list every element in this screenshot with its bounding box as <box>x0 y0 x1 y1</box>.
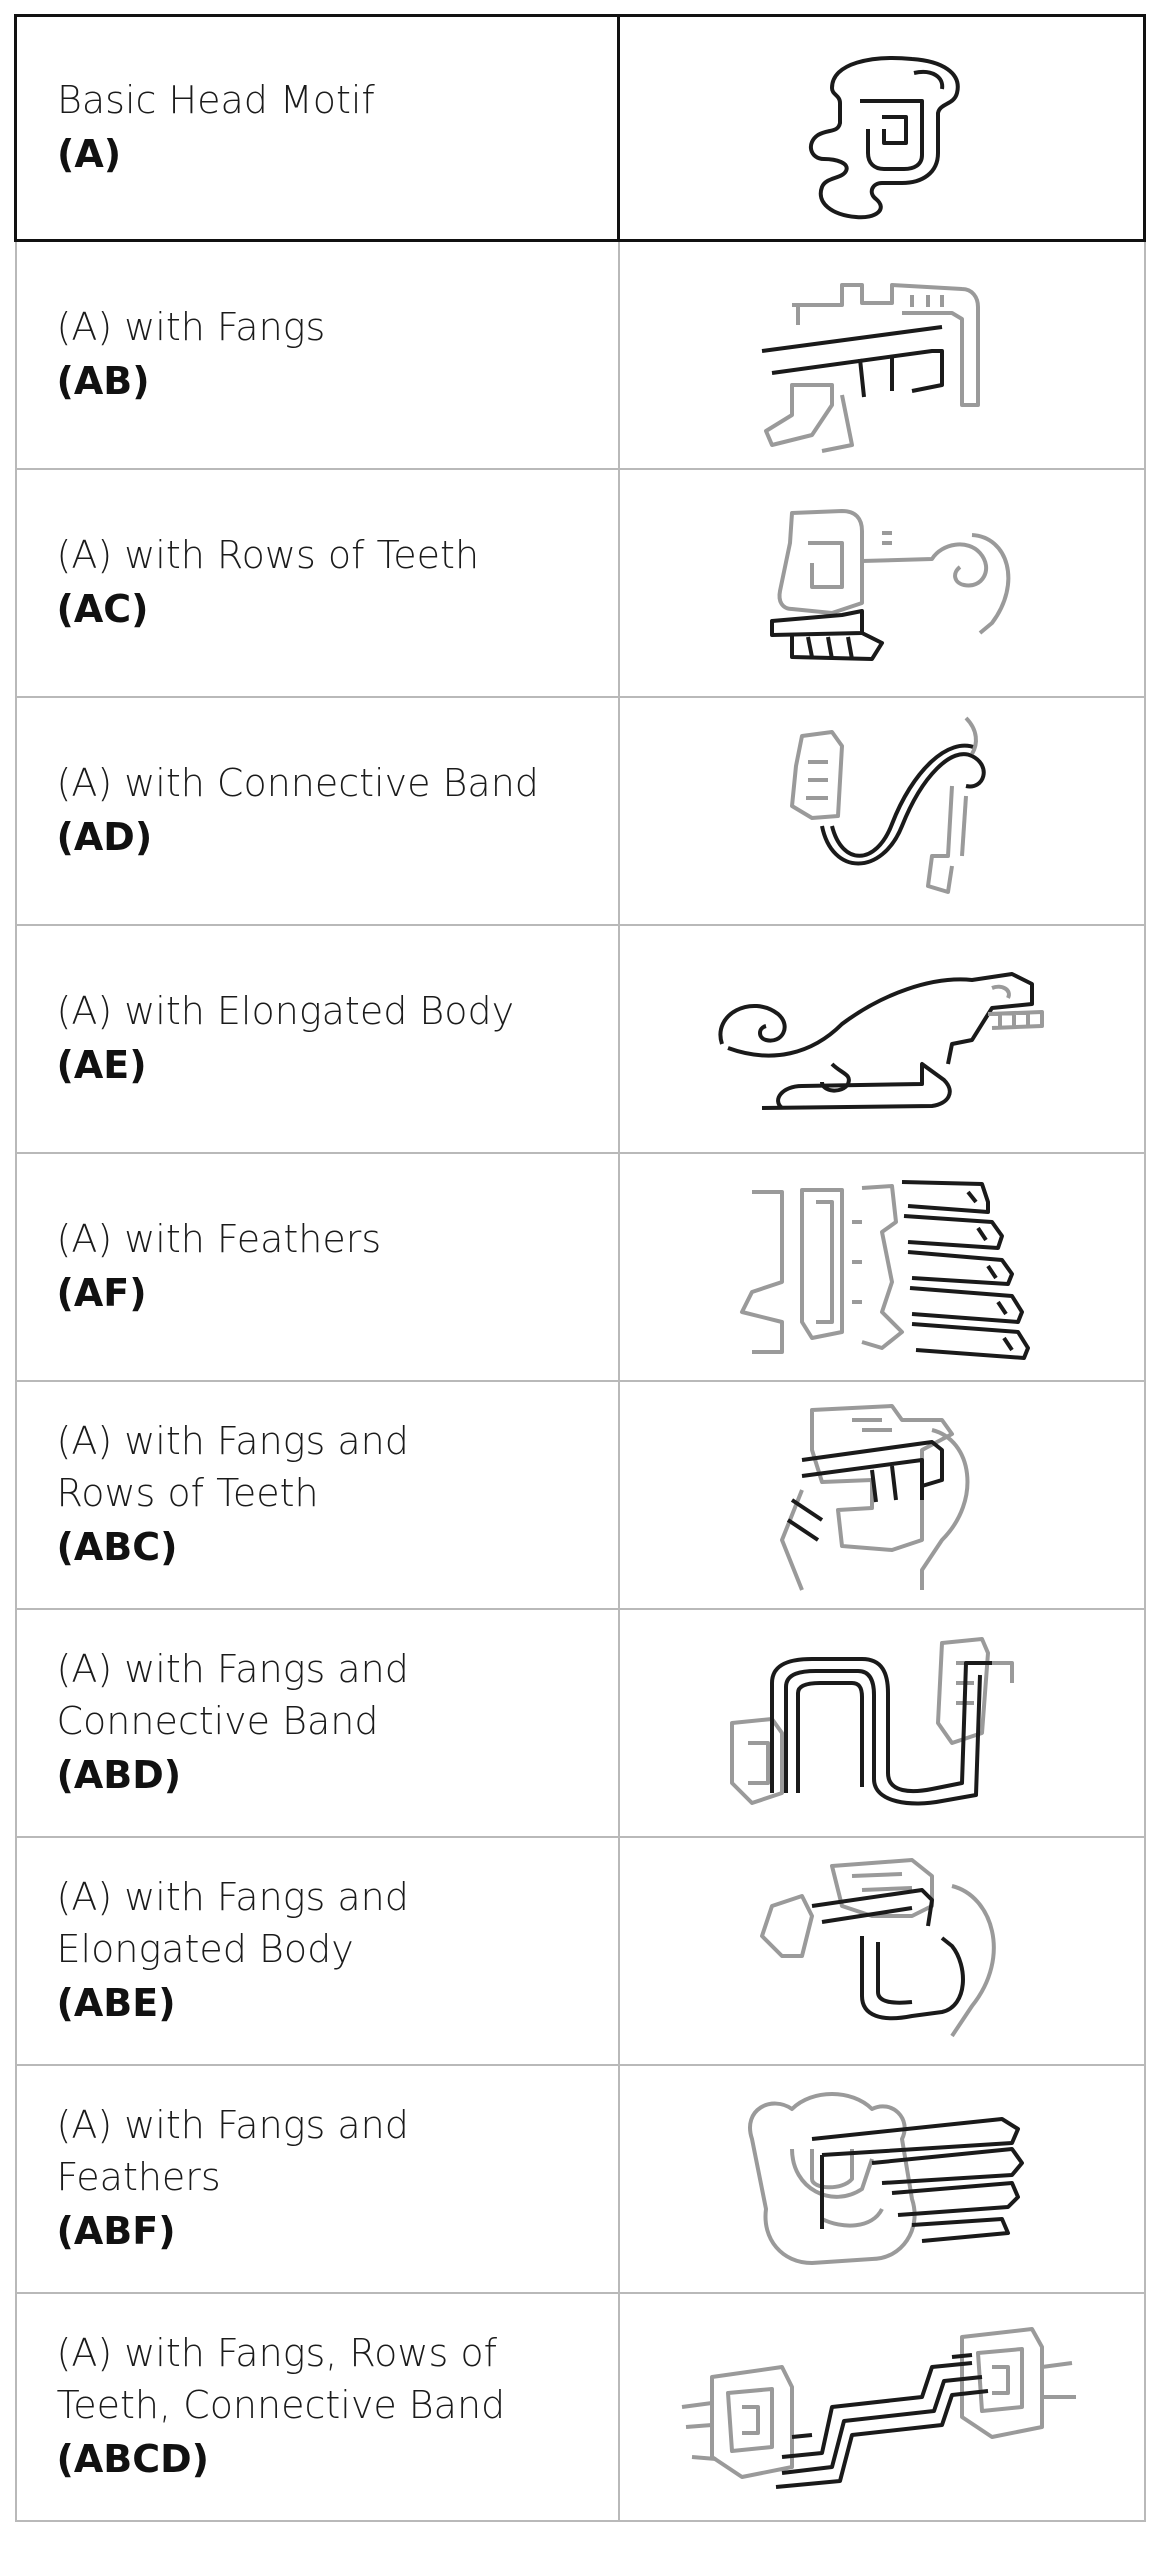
row-label-cell: Basic Head Motif (A) <box>14 14 620 242</box>
motif-description: (A) with Fangs, Rows of Teeth, Connectiv… <box>56 2331 506 2427</box>
motif-image-cell <box>617 239 1146 470</box>
motif-description: (A) with Fangs and Rows of Teeth <box>56 1419 409 1515</box>
motif-code: (AC) <box>56 587 149 631</box>
motif-image-cell <box>617 14 1146 242</box>
motif-code: (A) <box>57 132 122 176</box>
row-label-cell: (A) with Fangs and Connective Band (ABD) <box>14 1608 620 1838</box>
motif-description: (A) with Elongated Body <box>56 989 515 1033</box>
motif-image-cell <box>617 924 1146 1154</box>
motif-code: (ABD) <box>56 1753 182 1797</box>
row-label-cell: (A) with Fangs and Rows of Teeth (ABC) <box>14 1380 620 1610</box>
motif-image-cell <box>617 1836 1146 2066</box>
row-label-cell: (A) with Rows of Teeth (AC) <box>14 468 620 698</box>
row-label-cell: (A) with Connective Band (AD) <box>14 696 620 926</box>
table-row: (A) with Fangs and Rows of Teeth (ABC) <box>14 1380 1146 1610</box>
motif-image-cell <box>617 1380 1146 1610</box>
fangs-teeth-motif-drawing <box>779 1404 969 1591</box>
motif-image-cell <box>617 1608 1146 1838</box>
basic-head-motif-drawing <box>808 56 960 220</box>
rows-of-teeth-motif-drawing <box>769 509 1010 661</box>
fangs-body-motif-drawing <box>759 1858 996 2038</box>
table-row: (A) with Connective Band (AD) <box>14 696 1146 926</box>
motif-image-cell <box>617 468 1146 698</box>
fangs-teeth-band-motif-drawing <box>681 2327 1076 2489</box>
motif-code: (ABC) <box>56 1525 178 1569</box>
motif-code: (AE) <box>56 1043 147 1087</box>
fangs-feathers-motif-drawing <box>747 2092 1024 2265</box>
motif-code: (ABCD) <box>56 2437 210 2481</box>
feathers-motif-drawing <box>739 1180 1030 1360</box>
motif-code: (ABF) <box>56 2209 176 2253</box>
table-row: (A) with Fangs, Rows of Teeth, Connectiv… <box>14 2292 1146 2522</box>
motif-image-cell <box>617 2064 1146 2294</box>
connective-band-motif-drawing <box>789 716 986 894</box>
table-row: (A) with Fangs and Connective Band (ABD) <box>14 1608 1146 1838</box>
motif-description: (A) with Fangs and Connective Band <box>56 1647 409 1743</box>
fangs-band-motif-drawing <box>729 1637 1014 1806</box>
motif-code: (AD) <box>56 815 153 859</box>
motif-code: (AF) <box>56 1271 147 1315</box>
table-row: (A) with Fangs (AB) <box>14 239 1146 470</box>
motif-description: (A) with Feathers <box>56 1217 382 1261</box>
motif-description: (A) with Fangs <box>56 305 326 349</box>
table-row: (A) with Feathers (AF) <box>14 1152 1146 1382</box>
motif-code: (AB) <box>56 359 150 403</box>
motif-description: (A) with Fangs and Feathers <box>56 2103 409 2199</box>
elongated-body-motif-drawing <box>717 972 1044 1110</box>
row-label-cell: (A) with Fangs (AB) <box>14 239 620 470</box>
row-label-cell: (A) with Fangs and Elongated Body (ABE) <box>14 1836 620 2066</box>
table-row: (A) with Elongated Body (AE) <box>14 924 1146 1154</box>
row-label-cell: (A) with Elongated Body (AE) <box>14 924 620 1154</box>
table-row: Basic Head Motif (A) <box>14 14 1146 242</box>
table-row: (A) with Rows of Teeth (AC) <box>14 468 1146 698</box>
motif-table: Basic Head Motif (A) (A) with Fangs (AB) <box>14 14 1146 2522</box>
motif-image-cell <box>617 2292 1146 2522</box>
motif-image-cell <box>617 1152 1146 1382</box>
row-label-cell: (A) with Feathers (AF) <box>14 1152 620 1382</box>
fangs-motif-drawing <box>761 283 980 453</box>
motif-description: (A) with Fangs and Elongated Body <box>56 1875 409 1971</box>
motif-image-cell <box>617 696 1146 926</box>
motif-code: (ABE) <box>56 1981 176 2025</box>
motif-description: (A) with Rows of Teeth <box>56 533 480 577</box>
table-row: (A) with Fangs and Elongated Body (ABE) <box>14 1836 1146 2066</box>
row-label-cell: (A) with Fangs, Rows of Teeth, Connectiv… <box>14 2292 620 2522</box>
row-label-cell: (A) with Fangs and Feathers (ABF) <box>14 2064 620 2294</box>
motif-description: (A) with Connective Band <box>56 761 539 805</box>
table-row: (A) with Fangs and Feathers (ABF) <box>14 2064 1146 2294</box>
motif-description: Basic Head Motif <box>57 78 375 122</box>
